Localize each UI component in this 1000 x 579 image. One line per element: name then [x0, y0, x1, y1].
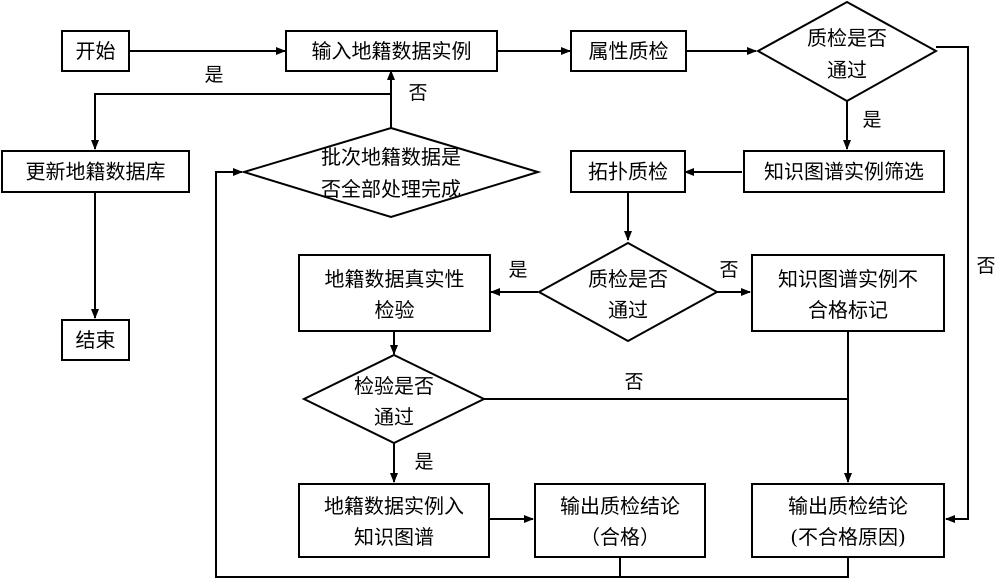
node-start: 开始 [61, 30, 130, 72]
decision-check-pass: 检验是否 通过 [301, 353, 487, 445]
decision-topology-pass: 质检是否 通过 [536, 241, 720, 343]
node-start-box [61, 30, 130, 72]
node-output-pass-line2: （合格） [580, 525, 660, 549]
decision-topology-pass-line2: 通过 [608, 298, 648, 322]
edge-fail-output-return [620, 557, 849, 578]
decision-batch-done-shape [240, 126, 542, 219]
node-kg-filter-box [743, 150, 945, 193]
node-kg-filter-label: 知识图谱实例筛选 [764, 160, 924, 184]
node-topology-qc-label: 拓扑质检 [588, 160, 668, 184]
decision-attribute-pass: 质检是否 通过 [755, 0, 939, 103]
node-output-fail-line2: (不合格原因) [790, 525, 906, 549]
label-batch-no: 否 [408, 82, 427, 104]
node-authenticity-check: 地籍数据真实性 检验 [298, 254, 491, 332]
decision-attribute-pass-shape [755, 0, 939, 103]
node-kg-filter: 知识图谱实例筛选 [743, 150, 945, 193]
node-topology-qc-box [570, 150, 686, 193]
node-end: 结束 [61, 319, 130, 361]
node-start-label: 开始 [76, 39, 116, 63]
node-output-fail-line1: 输出质检结论 [788, 494, 908, 518]
node-update-db: 更新地籍数据库 [1, 150, 190, 193]
node-into-kg-box [298, 483, 490, 558]
node-kg-fail-mark-box [751, 254, 945, 332]
decision-check-pass-line2: 通过 [374, 405, 414, 429]
node-kg-fail-mark-line1: 知识图谱实例不 [778, 267, 918, 291]
decision-check-pass-line1: 检验是否 [354, 374, 434, 398]
node-into-kg-line1: 地籍数据实例入 [324, 494, 464, 518]
node-input-instance: 输入地籍数据实例 [285, 30, 498, 72]
decision-attribute-pass-line2: 通过 [827, 58, 867, 82]
label-attr-no: 否 [976, 255, 995, 277]
node-output-fail: 输出质检结论 (不合格原因) [751, 483, 945, 558]
edge-labels: 是 否 是 否 是 否 否 是 [204, 64, 995, 473]
node-attribute-qc-box [570, 30, 687, 72]
node-output-pass: 输出质检结论 （合格） [534, 483, 706, 558]
label-batch-yes: 是 [204, 64, 223, 86]
label-topo-yes: 是 [508, 259, 527, 281]
node-attribute-qc: 属性质检 [570, 30, 687, 72]
decision-topology-pass-shape [536, 241, 720, 343]
decision-batch-done-line1: 批次地籍数据是 [321, 145, 461, 169]
edge-attr-no-to-fail-output [936, 46, 969, 523]
node-input-instance-box [285, 30, 498, 72]
decision-attribute-pass-line1: 质检是否 [807, 26, 887, 50]
node-output-fail-box [751, 483, 945, 558]
label-topo-no: 否 [719, 259, 738, 281]
node-kg-fail-mark: 知识图谱实例不 合格标记 [751, 254, 945, 332]
node-topology-qc: 拓扑质检 [570, 150, 686, 193]
decision-topology-pass-line1: 质检是否 [588, 267, 668, 291]
decision-batch-done: 批次地籍数据是 否全部处理完成 [240, 126, 542, 219]
edge-batch-yes-to-update [91, 93, 391, 150]
node-authenticity-check-line2: 检验 [375, 298, 415, 322]
node-authenticity-check-line1: 地籍数据真实性 [325, 267, 465, 291]
node-update-db-box [1, 150, 190, 193]
node-into-kg-line2: 知识图谱 [354, 525, 434, 549]
node-into-kg: 地籍数据实例入 知识图谱 [298, 483, 490, 558]
node-output-pass-box [534, 483, 706, 558]
node-attribute-qc-label: 属性质检 [589, 39, 669, 63]
decision-check-pass-shape [301, 353, 487, 445]
decision-batch-done-line2: 否全部处理完成 [321, 177, 461, 201]
node-update-db-label: 更新地籍数据库 [26, 160, 166, 184]
label-check-no: 否 [624, 371, 643, 393]
node-end-label: 结束 [76, 328, 116, 352]
edge-outputs-to-batch-loop [215, 168, 621, 578]
node-kg-fail-mark-line2: 合格标记 [808, 298, 888, 322]
node-output-pass-line1: 输出质检结论 [560, 494, 680, 518]
label-attr-yes: 是 [862, 109, 881, 131]
node-end-box [61, 319, 130, 361]
label-check-yes: 是 [414, 451, 433, 473]
node-input-instance-label: 输入地籍数据实例 [312, 39, 472, 63]
connectors [91, 46, 969, 578]
node-authenticity-check-box [298, 254, 491, 332]
